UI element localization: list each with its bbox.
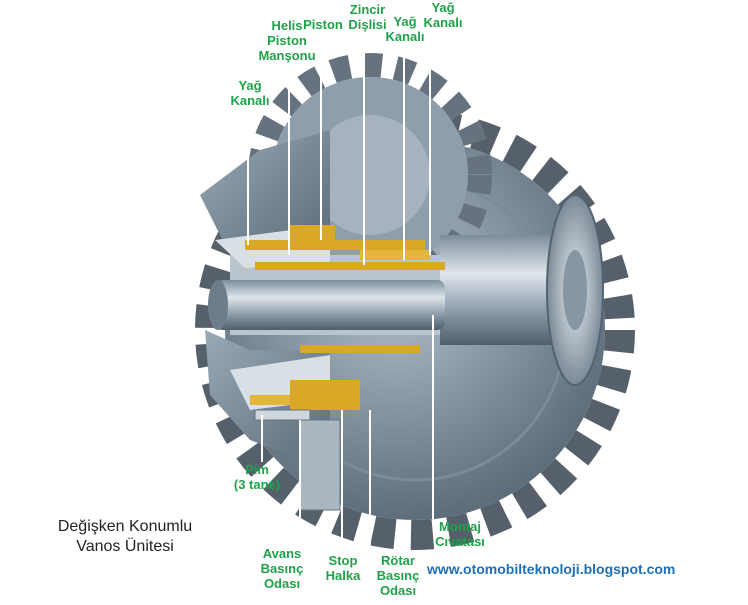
oil-channels (245, 225, 445, 410)
label-helis-piston-mansonu: Helis Piston Manşonu (258, 18, 316, 63)
label-stop-halka: Stop Halka (325, 553, 361, 583)
mounting-bolt (208, 280, 445, 330)
camshaft-end (440, 194, 604, 386)
label-yag-kanali-1: Yağ Kanalı (230, 78, 270, 108)
label-piston: Piston (303, 17, 343, 32)
pins (254, 409, 341, 511)
leader-lines (247, 30, 434, 550)
diagram-title: Değişken Konumlu Vanos Ünitesi (57, 518, 193, 555)
label-pim: Pim (3 tane) (233, 462, 281, 492)
label-avans-basinc-odasi: Avans Basınç Odası (260, 546, 304, 591)
label-yag-kanali-2: Yağ Kanalı (385, 14, 425, 44)
label-zincir-dislisi: Zincir Dişlisi (348, 2, 387, 32)
website-link[interactable]: www.otomobilteknoloji.blogspot.com (427, 561, 676, 577)
label-yag-kanali-3: Yağ Kanalı (423, 0, 463, 30)
label-rotar-basinc-odasi: Rötar Basınç Odası (376, 553, 420, 598)
label-montaj-civatasi: Montaj Cıvatası (435, 519, 485, 549)
